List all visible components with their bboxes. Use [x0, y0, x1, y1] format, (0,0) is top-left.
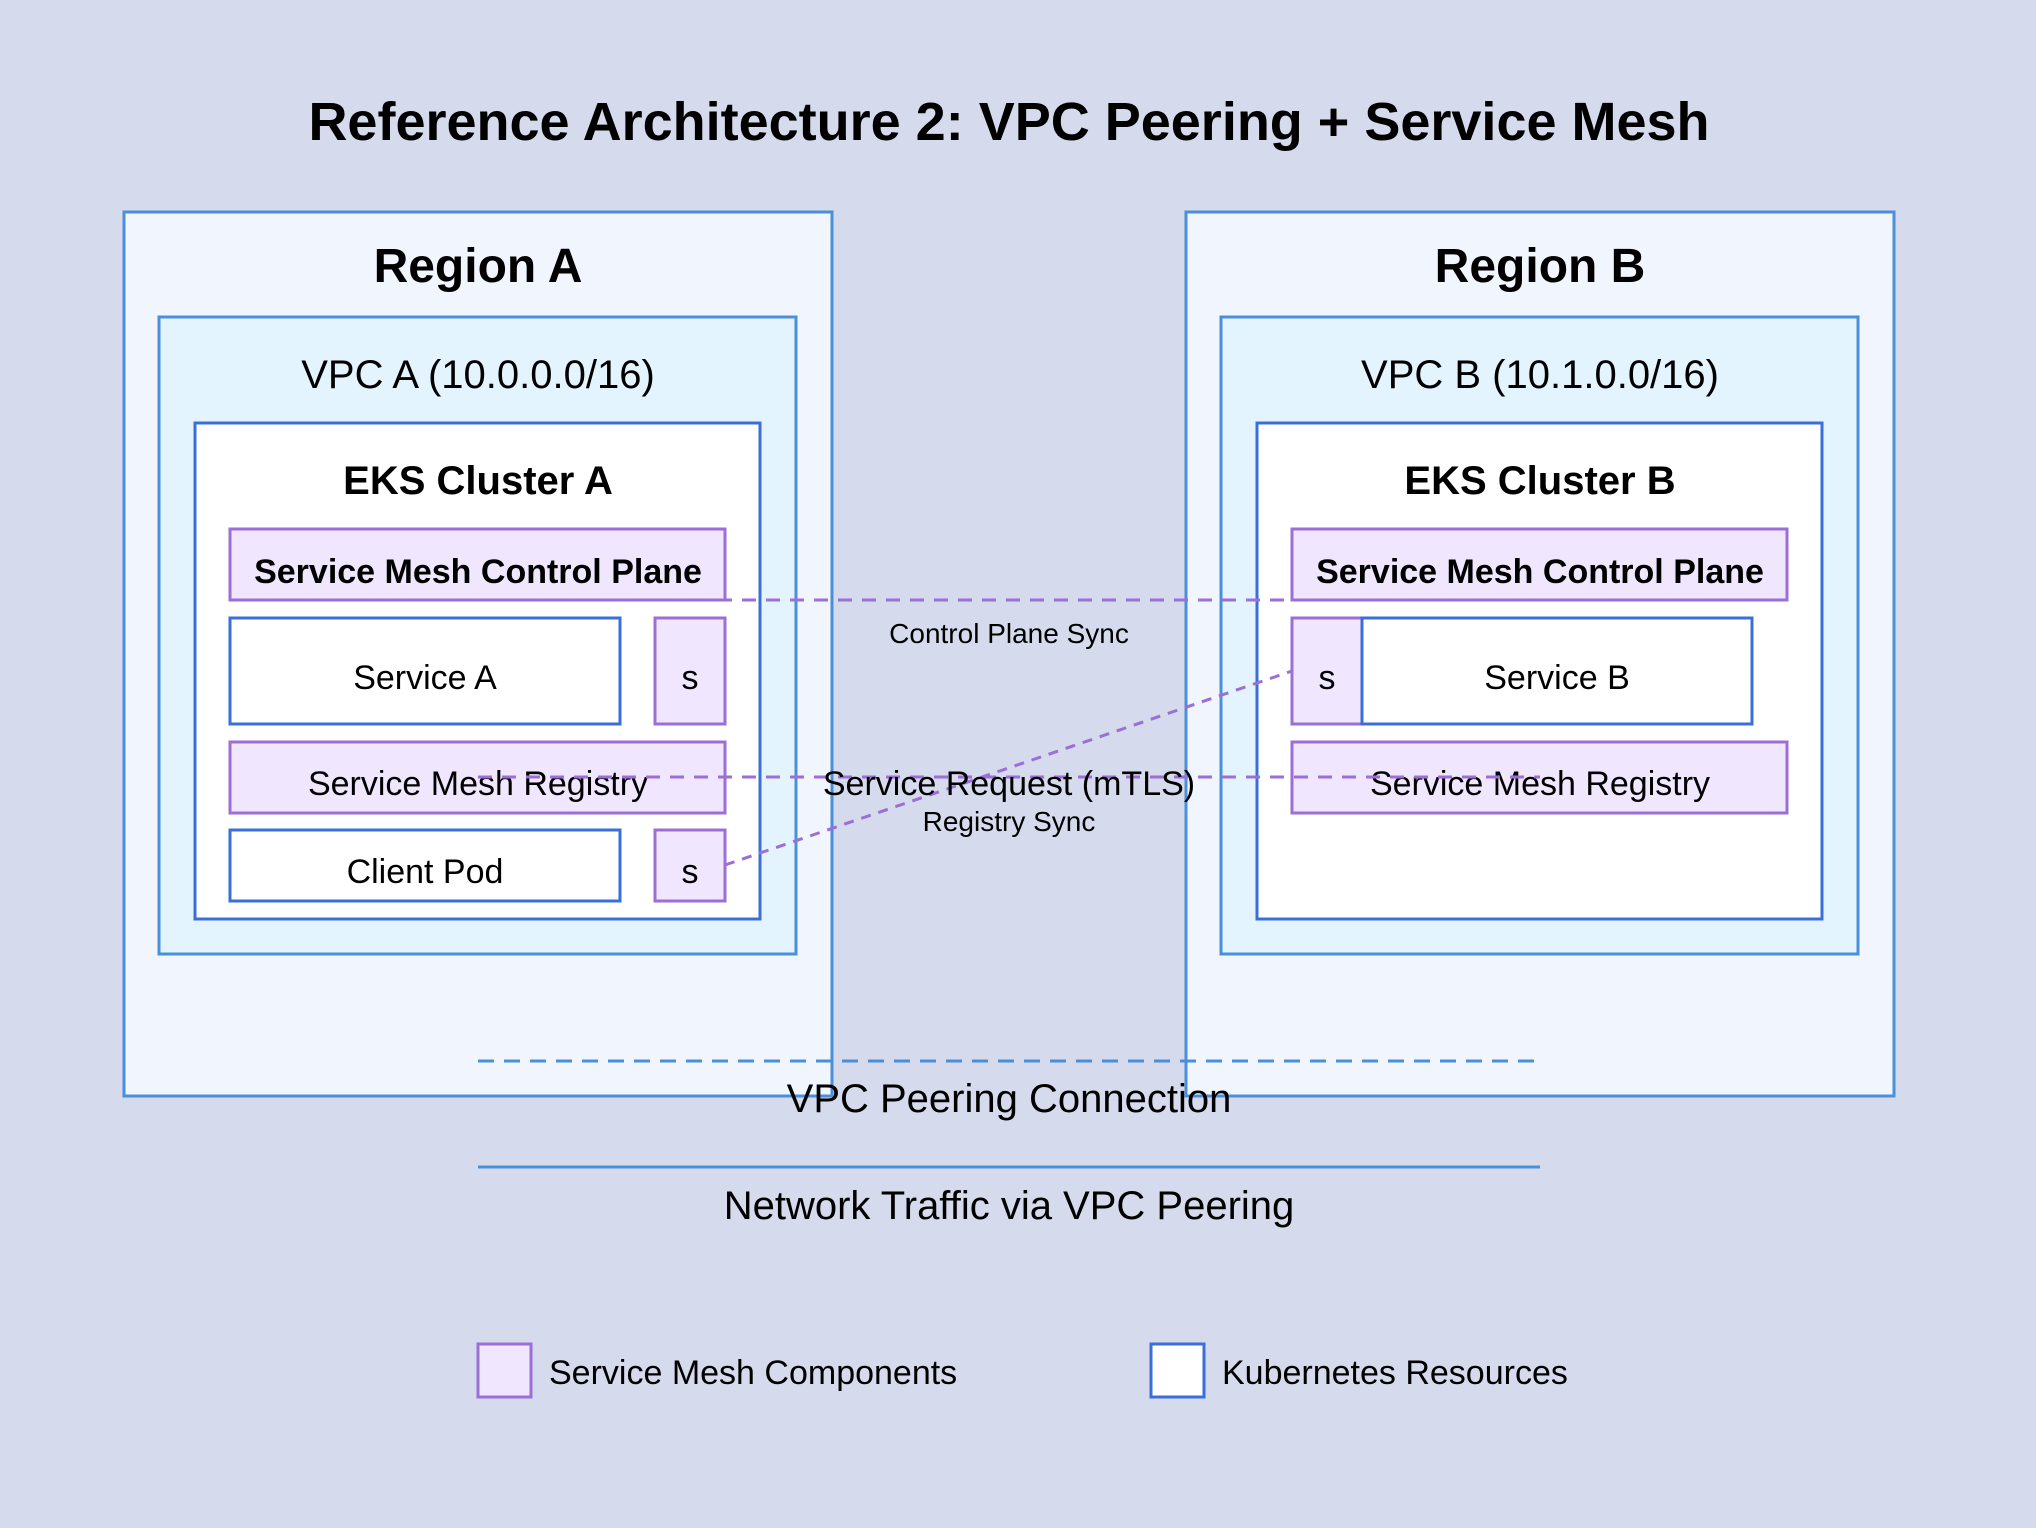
legend-k8s-swatch — [1149, 1342, 1206, 1399]
sidecar-service-a-label: s — [682, 659, 699, 697]
eks-cluster-a-label: EKS Cluster A — [343, 459, 613, 503]
sidecar-service-b-label: s — [1319, 659, 1336, 697]
sidecar-service-a — [653, 616, 727, 726]
sidecar-service-b — [1290, 616, 1364, 726]
service-b-label: Service B — [1484, 659, 1630, 697]
client-pod-box — [228, 828, 622, 903]
vpc-a-label: VPC A (10.0.0.0/16) — [301, 353, 655, 397]
region-a: Region A VPC A (10.0.0.0/16) EKS Cluster… — [122, 210, 834, 1098]
registry-b-label: Service Mesh Registry — [1370, 765, 1710, 803]
registry-sync-label: Registry Sync — [923, 806, 1096, 837]
service-request-label: Service Request (mTLS) — [823, 765, 1195, 803]
service-request-line — [724, 669, 1293, 867]
service-a-label: Service A — [353, 659, 497, 697]
control-plane-sync-label: Control Plane Sync — [889, 618, 1129, 649]
region-a-label: Region A — [374, 240, 583, 293]
registry-a — [228, 740, 727, 815]
connections: Control Plane Sync Service Request (mTLS… — [478, 598, 1540, 1228]
legend-mesh-swatch — [476, 1342, 533, 1399]
network-traffic-label: Network Traffic via VPC Peering — [724, 1184, 1295, 1228]
client-pod-label: Client Pod — [347, 853, 504, 891]
control-plane-a-label: Service Mesh Control Plane — [254, 553, 702, 591]
vpc-b-label: VPC B (10.1.0.0/16) — [1361, 353, 1719, 397]
control-plane-b-label: Service Mesh Control Plane — [1316, 553, 1764, 591]
eks-cluster-b-label: EKS Cluster B — [1404, 459, 1675, 503]
legend: Service Mesh Components Kubernetes Resou… — [476, 1342, 1568, 1399]
region-b: Region B VPC B (10.1.0.0/16) EKS Cluster… — [1184, 210, 1896, 1098]
page-title: Reference Architecture 2: VPC Peering + … — [308, 92, 1709, 152]
registry-a-label: Service Mesh Registry — [308, 765, 648, 803]
service-a-box — [228, 616, 622, 726]
legend-k8s-label: Kubernetes Resources — [1222, 1354, 1568, 1392]
sidecar-client-a — [653, 828, 727, 903]
region-b-label: Region B — [1435, 240, 1646, 293]
control-plane-a — [228, 527, 727, 602]
service-b-box — [1360, 616, 1754, 726]
sidecar-client-a-label: s — [682, 853, 699, 891]
vpc-peering-label: VPC Peering Connection — [787, 1077, 1232, 1121]
legend-mesh-label: Service Mesh Components — [549, 1354, 957, 1392]
